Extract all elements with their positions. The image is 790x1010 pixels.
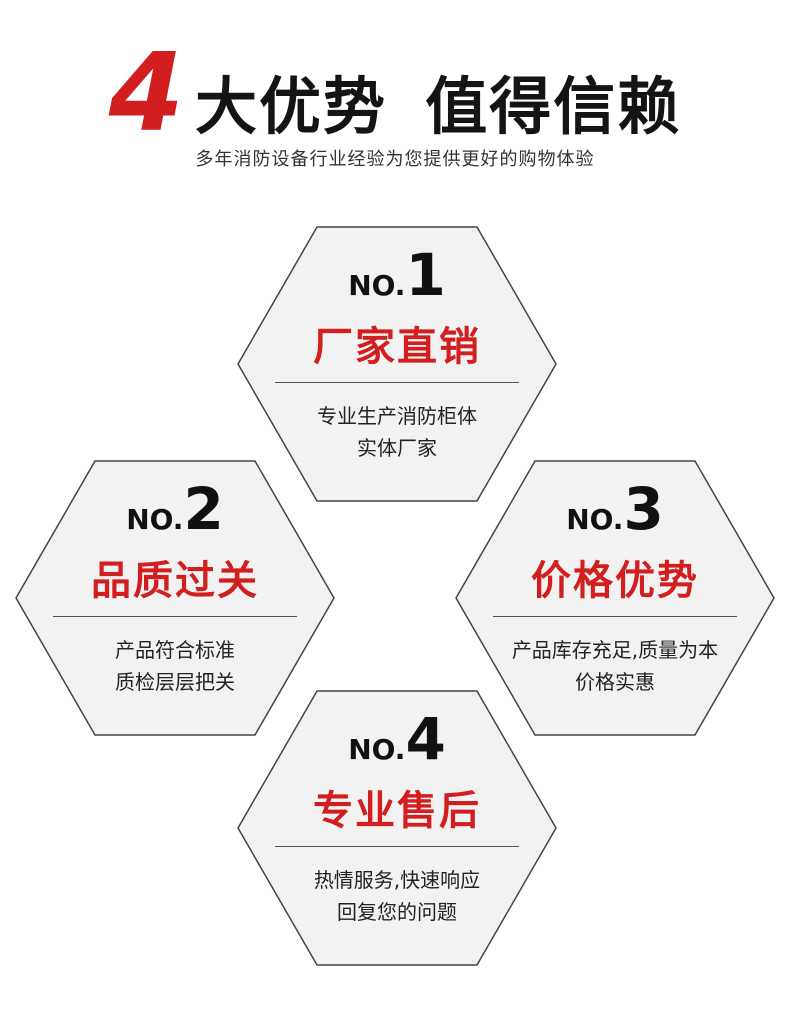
description-line-2: 价格实惠 (575, 670, 655, 694)
headline-number: 4 (108, 31, 184, 156)
advantage-title: 价格优势 (531, 558, 699, 604)
no-number: 4 (405, 705, 446, 773)
no-number: 1 (405, 241, 446, 309)
page-subtitle: 多年消防设备行业经验为您提供更好的购物体验 (195, 149, 595, 170)
divider (275, 382, 519, 383)
no-number: 3 (623, 475, 664, 543)
no-prefix: NO. (566, 503, 624, 536)
advantage-card-3: NO.3 价格优势 产品库存充足,质量为本 价格实惠 (455, 460, 775, 736)
advantage-description: 产品库存充足,质量为本 价格实惠 (455, 634, 775, 698)
description-line-2: 质检层层把关 (115, 670, 235, 694)
advantage-card-2: NO.2 品质过关 产品符合标准 质检层层把关 (15, 460, 335, 736)
advantage-title: 专业售后 (313, 788, 481, 834)
divider (53, 616, 297, 617)
hexagon-shape (237, 690, 557, 966)
description-line-2: 实体厂家 (357, 436, 437, 460)
no-prefix: NO. (126, 503, 184, 536)
description-line-1: 产品符合标准 (115, 638, 235, 662)
description-line-1: 产品库存充足,质量为本 (511, 638, 719, 662)
divider (275, 846, 519, 847)
advantage-title: 品质过关 (91, 558, 259, 604)
advantage-description: 产品符合标准 质检层层把关 (15, 634, 335, 698)
advantage-card-1: NO.1 厂家直销 专业生产消防柜体 实体厂家 (237, 226, 557, 502)
advantage-description: 热情服务,快速响应 回复您的问题 (237, 864, 557, 928)
divider (493, 616, 737, 617)
advantage-number: NO.3 (455, 480, 775, 538)
advantage-number: NO.2 (15, 480, 335, 538)
page-headline: 4 大优势 值得信赖 (0, 40, 790, 148)
advantage-description: 专业生产消防柜体 实体厂家 (237, 400, 557, 464)
hexagon-shape (455, 460, 775, 736)
description-line-1: 热情服务,快速响应 (313, 868, 481, 892)
no-prefix: NO. (348, 269, 406, 302)
advantage-number: NO.4 (237, 710, 557, 768)
description-line-2: 回复您的问题 (337, 900, 457, 924)
no-prefix: NO. (348, 733, 406, 766)
no-number: 2 (183, 475, 224, 543)
headline-title-part2: 值得信赖 (425, 70, 682, 143)
advantage-number: NO.1 (237, 246, 557, 304)
advantage-title: 厂家直销 (313, 324, 481, 370)
advantage-card-4: NO.4 专业售后 热情服务,快速响应 回复您的问题 (237, 690, 557, 966)
hexagon-shape (15, 460, 335, 736)
description-line-1: 专业生产消防柜体 (317, 404, 477, 428)
hexagon-shape (237, 226, 557, 502)
headline-title-part1: 大优势 (195, 70, 388, 143)
